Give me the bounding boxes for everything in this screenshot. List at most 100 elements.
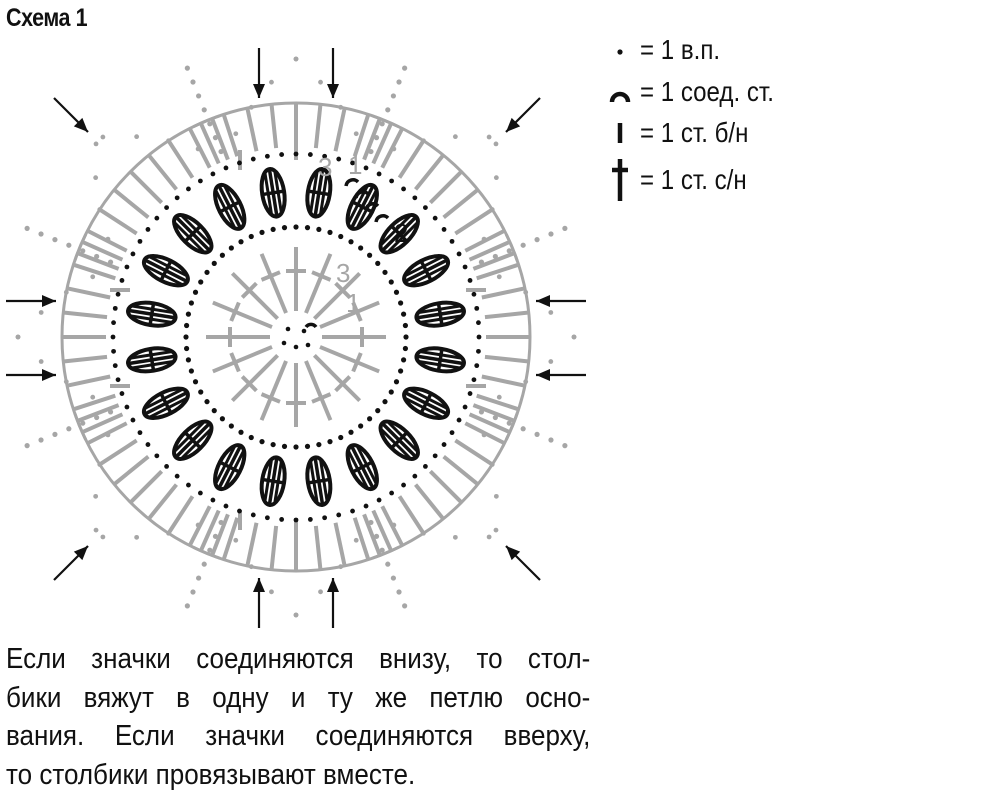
chain-dot	[281, 443, 288, 449]
cluster-crossbar	[419, 391, 434, 415]
chain-dot	[456, 417, 462, 423]
chain-dot	[259, 439, 265, 445]
cluster-stitch	[414, 346, 466, 374]
join-arrow-head	[42, 369, 56, 381]
chain-dot	[233, 131, 239, 137]
chain-dot	[375, 260, 381, 266]
single-crochet-post	[187, 505, 212, 547]
chain-dot	[452, 534, 458, 540]
chain-dot	[293, 224, 299, 230]
chain-dot	[432, 215, 438, 221]
chain-dot	[492, 414, 498, 421]
chain-dot	[474, 363, 480, 369]
single-crochet-post	[454, 207, 494, 236]
chain-dot	[111, 320, 116, 326]
single-crochet-post	[397, 139, 426, 179]
fan-rim	[371, 114, 519, 262]
chain-dot	[184, 65, 190, 71]
chain-dot	[353, 537, 359, 543]
chain-dot	[358, 245, 364, 251]
chain-dot	[462, 404, 468, 410]
chain-dot	[452, 134, 458, 140]
single-crochet-post	[66, 374, 111, 388]
chain-dot	[358, 423, 364, 429]
chain-dot	[389, 490, 395, 496]
chain-dot	[285, 326, 291, 332]
chain-dot	[90, 274, 96, 280]
cluster-stitch	[402, 254, 451, 288]
chain-dot	[196, 575, 202, 581]
cluster-stitch	[378, 419, 420, 461]
chain-dot	[307, 152, 313, 157]
chain-dot	[462, 264, 468, 270]
single-crochet-post	[187, 127, 212, 169]
chain-dot	[367, 416, 373, 422]
note-line: бики вяжут в одну и ту же петлю осно-	[6, 681, 591, 714]
chain-dot	[385, 561, 391, 567]
chain-dot	[293, 56, 299, 62]
chain-dot	[270, 441, 276, 448]
double-crochet-post	[230, 271, 280, 321]
chain-dot	[304, 443, 311, 449]
row-label: 3	[336, 258, 350, 288]
chain-dot	[281, 340, 287, 346]
chain-dot	[264, 515, 270, 521]
chain-dot	[184, 345, 190, 352]
post-crossbar	[311, 270, 332, 282]
chain-dot	[493, 175, 499, 181]
single-crochet-bar-icon	[617, 123, 623, 143]
legend-item-single-crochet: = 1 ст. б/н	[600, 115, 766, 151]
chain-dot	[388, 389, 394, 395]
chain-dot	[238, 429, 244, 435]
chain-dot	[93, 175, 99, 181]
chain-dot	[301, 328, 307, 334]
chain-dot	[304, 225, 311, 231]
chain-dot	[293, 344, 299, 350]
chain-dot	[492, 253, 498, 260]
chain-dot	[210, 497, 216, 503]
chain-dot	[318, 589, 323, 595]
chain-dot	[94, 414, 100, 421]
chain-dot	[164, 464, 169, 469]
chain-dot	[211, 408, 217, 414]
chain-dot	[379, 121, 385, 127]
double-crochet-post	[312, 271, 362, 321]
single-crochet-post	[72, 393, 116, 412]
single-crochet-post	[333, 522, 347, 567]
cluster-crossbar	[183, 224, 203, 244]
chain-dot	[293, 517, 299, 523]
chain-dot	[174, 473, 180, 479]
legend-label: = 1 соед. ст.	[640, 76, 774, 107]
chain-dot	[219, 416, 225, 422]
single-crochet-post	[476, 393, 520, 412]
chain-dot	[185, 311, 192, 317]
chain-dot	[562, 443, 568, 449]
chain-dot	[210, 171, 216, 177]
chain-dot	[350, 508, 355, 514]
cluster-stitch	[141, 254, 190, 288]
post-crossbar	[229, 352, 241, 373]
chain-dot	[52, 237, 58, 243]
cluster-stitch	[126, 300, 178, 328]
crochet-chart: 1 2 3 1 3	[6, 48, 586, 628]
single-crochet-post	[81, 239, 124, 262]
chain-dot	[486, 534, 492, 540]
chain-dot	[185, 357, 192, 363]
legend-item-slip-stitch: = 1 соед. ст.	[600, 74, 796, 110]
legend-label: = 1 ст. с/н	[640, 164, 747, 195]
chain-dot	[93, 493, 99, 499]
chain-dot	[94, 253, 100, 260]
chain-dot	[111, 348, 116, 354]
chain-dot	[379, 547, 385, 553]
join-arrow-head	[506, 117, 521, 132]
chain-dot	[119, 278, 125, 283]
chain-dot	[423, 464, 428, 469]
chain-dot	[186, 482, 191, 488]
chain-dot	[188, 300, 194, 306]
single-crochet-post	[221, 517, 240, 561]
chain-dot	[363, 165, 369, 171]
single-crochet-post	[269, 104, 279, 149]
chain-dot	[520, 242, 526, 248]
chain-dot	[279, 517, 285, 522]
chain-dot	[534, 431, 540, 437]
